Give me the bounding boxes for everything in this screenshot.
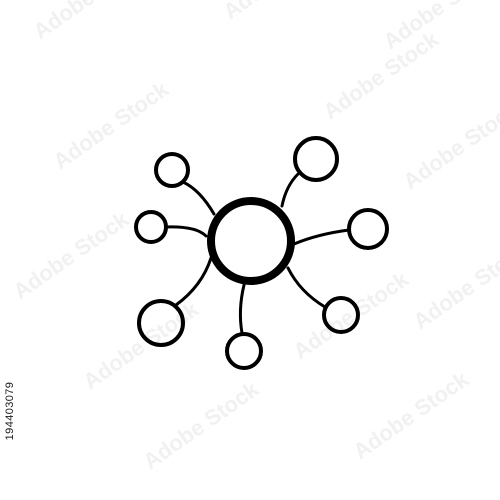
satellite-node: [137, 299, 185, 347]
hub-node: [207, 197, 295, 285]
connector-line: [280, 172, 300, 208]
connector-line: [292, 228, 351, 246]
connector-line: [181, 180, 216, 216]
connector-line: [286, 266, 327, 309]
connector-line: [174, 256, 213, 307]
watermark-text: Adobe Stock: [219, 0, 344, 24]
satellite-node: [134, 210, 168, 244]
watermark-text: Adobe Stock: [349, 366, 474, 464]
satellite-node: [322, 296, 360, 334]
watermark-text: Adobe Stock: [9, 206, 134, 304]
watermark-text: Adobe Stock: [409, 236, 500, 334]
watermark-text: Adobe Stock: [29, 0, 154, 44]
watermark-text: Adobe Stock: [399, 96, 500, 194]
watermark-text: Adobe Stock: [49, 76, 174, 174]
stock-id-label: 194403079: [4, 381, 16, 441]
connector-line: [238, 283, 246, 335]
watermark-text: Adobe Stock: [289, 266, 414, 364]
satellite-node: [293, 136, 339, 182]
watermark-text: Adobe Stock: [319, 26, 444, 124]
satellite-node: [225, 332, 263, 370]
satellite-node: [347, 208, 389, 250]
connector-line: [164, 225, 208, 238]
network-hub-icon: [134, 136, 389, 370]
satellite-node: [154, 152, 190, 188]
watermark-text: Adobe Stock: [139, 376, 264, 474]
